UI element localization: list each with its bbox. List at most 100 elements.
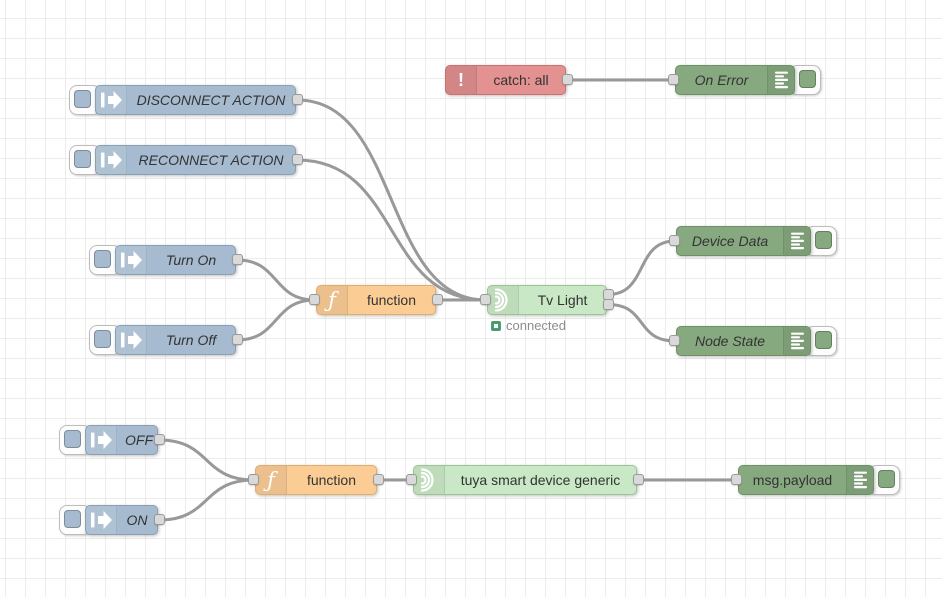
node-label: ON xyxy=(126,512,148,528)
output-port-0[interactable] xyxy=(633,474,644,485)
node-body[interactable]: msg.payload xyxy=(738,465,874,495)
node-body[interactable]: Tv Light xyxy=(487,285,607,315)
output-port-0[interactable] xyxy=(154,434,165,445)
icon-region xyxy=(414,466,445,494)
node-on[interactable]: ON xyxy=(59,505,165,535)
node-label: On Error xyxy=(694,72,749,88)
input-port[interactable] xyxy=(669,335,680,346)
output-port-0[interactable] xyxy=(292,94,303,105)
node-on-error[interactable]: On Error xyxy=(668,65,821,95)
button-inner-square xyxy=(74,150,91,168)
debug-list-icon xyxy=(774,71,788,89)
node-label: catch: all xyxy=(493,72,549,88)
input-port[interactable] xyxy=(669,235,680,246)
node-node-state[interactable]: Node State xyxy=(669,326,837,356)
node-label: Turn Off xyxy=(165,332,217,348)
output-port-0[interactable] xyxy=(373,474,384,485)
node-body[interactable]: ƒ function xyxy=(255,465,377,495)
icon-region: ! xyxy=(446,66,477,94)
node-catch-all[interactable]: ! catch: all xyxy=(445,65,573,95)
function-f-icon: ƒ xyxy=(267,467,275,492)
icon-region xyxy=(116,246,147,274)
debug-list-icon xyxy=(790,332,804,350)
icon-region xyxy=(116,326,147,354)
button-inner-square xyxy=(94,330,111,348)
button-inner-square xyxy=(815,331,832,349)
wire-turn-on-to-function-1[interactable] xyxy=(235,258,317,302)
node-label: function xyxy=(306,472,357,488)
node-tuya-generic[interactable]: tuya smart device generic xyxy=(406,465,644,495)
input-port[interactable] xyxy=(731,474,742,485)
node-label: tuya smart device generic xyxy=(460,472,621,488)
input-port[interactable] xyxy=(309,294,320,305)
node-body[interactable]: OFF xyxy=(85,425,158,455)
node-label: Device Data xyxy=(691,233,769,249)
wire-turn-off-to-function-1[interactable] xyxy=(235,298,317,342)
icon-region: ƒ xyxy=(256,466,287,494)
output-port-1[interactable] xyxy=(603,299,614,310)
node-tv-light[interactable]: Tv Light xyxy=(480,285,614,315)
node-status: connected xyxy=(491,318,566,333)
output-port-0[interactable] xyxy=(432,294,443,305)
node-body[interactable]: tuya smart device generic xyxy=(413,465,637,495)
output-port-0[interactable] xyxy=(562,74,573,85)
wire-on-to-function-2[interactable] xyxy=(157,478,256,522)
wire-tv-light-to-device-data[interactable] xyxy=(606,239,677,296)
node-function-2[interactable]: ƒ function xyxy=(248,465,384,495)
node-device-data[interactable]: Device Data xyxy=(669,226,837,256)
node-body[interactable]: RECONNECT ACTION xyxy=(95,145,296,175)
button-inner-square xyxy=(94,250,111,268)
status-ring-icon xyxy=(491,320,501,331)
node-label: RECONNECT ACTION xyxy=(138,152,284,168)
inject-button[interactable] xyxy=(59,425,91,455)
wire-off-to-function-2[interactable] xyxy=(157,438,256,482)
node-body[interactable]: DISCONNECT ACTION xyxy=(95,85,296,115)
node-body[interactable]: ON xyxy=(85,505,158,535)
node-body[interactable]: Turn Off xyxy=(115,325,236,355)
icon-region xyxy=(86,426,117,454)
node-turn-off[interactable]: Turn Off xyxy=(89,325,243,355)
node-label: Tv Light xyxy=(537,292,588,308)
output-port-0[interactable] xyxy=(154,514,165,525)
button-inner-square xyxy=(799,70,816,88)
node-body[interactable]: Device Data xyxy=(676,226,811,256)
node-turn-on[interactable]: Turn On xyxy=(89,245,243,275)
output-port-0[interactable] xyxy=(292,154,303,165)
node-body[interactable]: Node State xyxy=(676,326,811,356)
node-label: Turn On xyxy=(165,252,217,268)
status-text: connected xyxy=(506,318,566,333)
wire-tv-light-to-node-state[interactable] xyxy=(606,303,677,343)
output-port-0[interactable] xyxy=(232,254,243,265)
inject-arrow-icon xyxy=(121,331,142,349)
button-inner-square xyxy=(64,510,81,528)
wire-reconnect-action-to-tv-light[interactable] xyxy=(295,158,488,302)
node-body[interactable]: ! catch: all xyxy=(445,65,566,95)
node-disconnect-action[interactable]: DISCONNECT ACTION xyxy=(69,85,303,115)
input-port[interactable] xyxy=(480,294,491,305)
node-label: Node State xyxy=(694,333,766,349)
wire-disconnect-action-to-tv-light[interactable] xyxy=(295,98,488,302)
node-off[interactable]: OFF xyxy=(59,425,165,455)
node-msg-payload[interactable]: msg.payload xyxy=(731,465,900,495)
node-reconnect-action[interactable]: RECONNECT ACTION xyxy=(69,145,303,175)
output-port-0[interactable] xyxy=(232,334,243,345)
node-body[interactable]: Turn On xyxy=(115,245,236,275)
node-label: DISCONNECT ACTION xyxy=(136,92,286,108)
input-port[interactable] xyxy=(668,74,679,85)
node-label: OFF xyxy=(125,432,153,448)
icon-region xyxy=(96,146,127,174)
inject-arrow-icon xyxy=(121,251,142,269)
input-port[interactable] xyxy=(248,474,259,485)
icon-region xyxy=(86,506,117,534)
debug-list-icon xyxy=(853,471,867,489)
node-label: function xyxy=(366,292,417,308)
input-port[interactable] xyxy=(406,474,417,485)
node-label: msg.payload xyxy=(752,472,833,488)
button-inner-square xyxy=(878,470,895,488)
inject-arrow-icon xyxy=(91,431,112,449)
node-body[interactable]: On Error xyxy=(675,65,795,95)
